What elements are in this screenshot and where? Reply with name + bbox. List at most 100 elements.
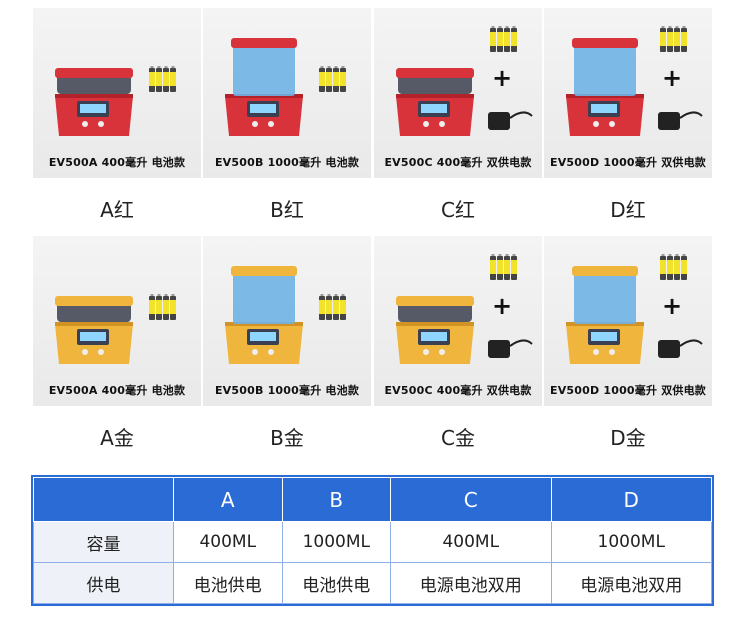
adapter-cable bbox=[679, 111, 703, 119]
battery-label bbox=[156, 300, 162, 314]
battery-label bbox=[490, 32, 496, 46]
product-card-a-red[interactable]: EV500A 400毫升 电池款 bbox=[33, 8, 201, 178]
battery-terminal bbox=[505, 26, 509, 28]
display-lcd bbox=[250, 104, 276, 113]
battery-label bbox=[170, 300, 176, 314]
control-button bbox=[252, 349, 258, 355]
battery-terminal bbox=[157, 294, 161, 296]
control-button bbox=[423, 121, 429, 127]
plus-icon: + bbox=[492, 64, 512, 92]
spec-row-label: 供电 bbox=[33, 562, 174, 604]
battery-terminal bbox=[334, 66, 338, 68]
product-card-b-red[interactable]: EV500B 1000毫升 电池款 bbox=[203, 8, 371, 178]
product-card-d-gold[interactable]: + EV500D 1000毫升 双供电款 bbox=[544, 236, 712, 406]
adapter-cable bbox=[509, 339, 533, 347]
battery-label bbox=[674, 260, 680, 274]
control-button bbox=[439, 349, 445, 355]
battery-terminal bbox=[157, 66, 161, 68]
control-button bbox=[423, 349, 429, 355]
battery-label bbox=[170, 72, 176, 86]
spec-header-c: C bbox=[390, 477, 552, 522]
battery-label bbox=[660, 260, 666, 274]
display-lcd bbox=[80, 332, 106, 341]
display-lcd bbox=[250, 332, 276, 341]
spec-cell: 电池供电 bbox=[173, 562, 283, 604]
product-caption: EV500D 1000毫升 双供电款 bbox=[549, 156, 707, 169]
battery-label bbox=[660, 32, 666, 46]
product-card-c-red[interactable]: + EV500C 400毫升 双供电款 bbox=[374, 8, 542, 178]
tank-lid bbox=[231, 266, 297, 276]
battery-terminal bbox=[327, 294, 331, 296]
product-card-a-gold[interactable]: EV500A 400毫升 电池款 bbox=[33, 236, 201, 406]
variant-label-b-gold: B金 bbox=[270, 426, 304, 450]
control-button bbox=[268, 121, 274, 127]
battery-terminal bbox=[512, 26, 516, 28]
battery-label bbox=[333, 72, 339, 86]
display-lcd bbox=[591, 104, 617, 113]
device-top bbox=[57, 302, 131, 322]
display-lcd bbox=[421, 104, 447, 113]
spec-row-label: 容量 bbox=[33, 521, 174, 563]
tank-lid bbox=[231, 38, 297, 48]
variant-label-b-red: B红 bbox=[270, 198, 304, 222]
device-top bbox=[57, 74, 131, 94]
spec-cell: 1000ML bbox=[550, 521, 712, 563]
tank-lid bbox=[572, 38, 638, 48]
spec-header-d: D bbox=[550, 477, 712, 522]
battery-label bbox=[504, 260, 510, 274]
battery-terminal bbox=[491, 254, 495, 256]
variant-label-c-gold: C金 bbox=[441, 426, 475, 450]
control-button bbox=[609, 121, 615, 127]
plus-icon: + bbox=[662, 292, 682, 320]
battery-terminal bbox=[498, 254, 502, 256]
power-adapter-icon bbox=[488, 340, 510, 358]
product-caption: EV500A 400毫升 电池款 bbox=[48, 384, 186, 397]
control-button bbox=[82, 121, 88, 127]
battery-label bbox=[163, 72, 169, 86]
plus-icon: + bbox=[492, 292, 512, 320]
battery-terminal bbox=[682, 254, 686, 256]
battery-terminal bbox=[661, 26, 665, 28]
battery-terminal bbox=[675, 26, 679, 28]
product-card-c-gold[interactable]: + EV500C 400毫升 双供电款 bbox=[374, 236, 542, 406]
battery-label bbox=[490, 260, 496, 274]
device-base-rim bbox=[396, 94, 474, 98]
battery-terminal bbox=[498, 26, 502, 28]
spec-cell: 电池供电 bbox=[281, 562, 392, 604]
battery-terminal bbox=[150, 66, 154, 68]
battery-terminal bbox=[164, 294, 168, 296]
spec-row-power: 供电 电池供电 电池供电 电源电池双用 电源电池双用 bbox=[33, 562, 712, 604]
battery-label bbox=[319, 300, 325, 314]
battery-pack-icon bbox=[660, 26, 687, 52]
battery-label bbox=[149, 72, 155, 86]
device-lid bbox=[396, 296, 474, 306]
power-adapter-icon bbox=[488, 112, 510, 130]
battery-label bbox=[156, 72, 162, 86]
spec-cell: 400ML bbox=[390, 521, 552, 563]
battery-terminal bbox=[505, 254, 509, 256]
power-adapter-icon bbox=[658, 112, 680, 130]
device-lid bbox=[396, 68, 474, 78]
variant-label-a-gold: A金 bbox=[100, 426, 134, 450]
water-tank bbox=[574, 42, 636, 96]
control-button bbox=[268, 349, 274, 355]
battery-terminal bbox=[682, 26, 686, 28]
product-card-d-red[interactable]: + EV500D 1000毫升 双供电款 bbox=[544, 8, 712, 178]
battery-terminal bbox=[341, 294, 345, 296]
battery-terminal bbox=[675, 254, 679, 256]
battery-terminal bbox=[491, 26, 495, 28]
plus-icon: + bbox=[662, 64, 682, 92]
variant-label-c-red: C红 bbox=[441, 198, 475, 222]
battery-terminal bbox=[668, 26, 672, 28]
variant-label-a-red: A红 bbox=[100, 198, 134, 222]
control-button bbox=[593, 349, 599, 355]
battery-label bbox=[667, 32, 673, 46]
battery-label bbox=[511, 32, 517, 46]
battery-label bbox=[681, 32, 687, 46]
spec-header-b: B bbox=[281, 477, 392, 522]
battery-terminal bbox=[661, 254, 665, 256]
battery-terminal bbox=[320, 294, 324, 296]
product-image: + bbox=[566, 26, 703, 136]
device-base-rim bbox=[396, 322, 474, 326]
product-card-b-gold[interactable]: EV500B 1000毫升 电池款 bbox=[203, 236, 371, 406]
